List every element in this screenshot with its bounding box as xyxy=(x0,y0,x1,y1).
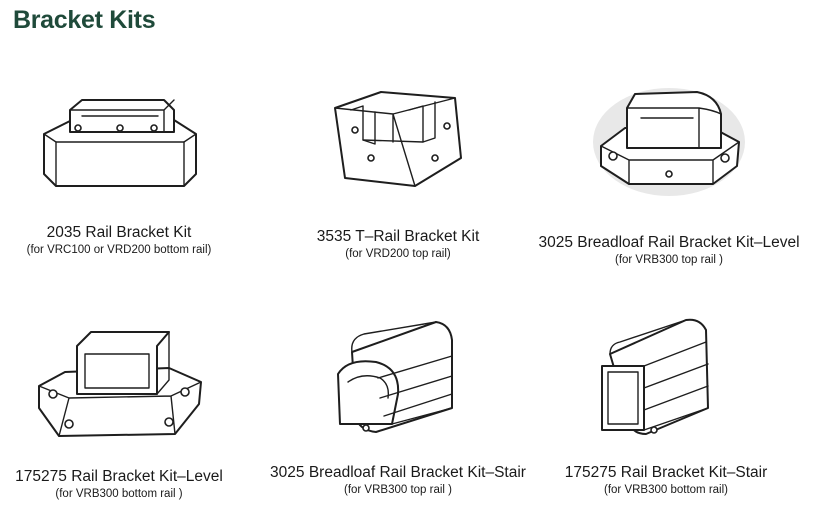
kit-card-breadloaf-stair: 3025 Breadloaf Rail Bracket Kit–Stair (f… xyxy=(262,312,534,498)
kit-name: 3025 Breadloaf Rail Bracket Kit–Level xyxy=(538,234,800,251)
kit-name: 175275 Rail Bracket Kit–Level xyxy=(15,468,223,485)
rail-bracket-175275-level-icon xyxy=(38,331,202,437)
kit-note: (for VRB300 bottom rail ) xyxy=(55,488,183,500)
kit-name: 2035 Rail Bracket Kit xyxy=(46,224,192,241)
kit-note: (for VRB300 top rail ) xyxy=(614,254,723,266)
kit-card-175275-level: 175275 Rail Bracket Kit–Level (for VRB30… xyxy=(0,324,255,502)
t-rail-bracket-3535-icon xyxy=(334,91,462,187)
kit-note: (for VRD200 top rail) xyxy=(345,248,451,260)
breadloaf-bracket-stair-icon xyxy=(337,321,453,433)
kit-card-175275-stair: 175275 Rail Bracket Kit–Stair (for VRB30… xyxy=(530,312,802,498)
kit-note: (for VRB300 bottom rail) xyxy=(604,484,728,496)
kit-name: 3535 T–Rail Bracket Kit xyxy=(316,228,480,245)
kit-note: (for VRB300 top rail ) xyxy=(343,484,452,496)
page-title: Bracket Kits xyxy=(13,6,156,34)
rail-bracket-2035-icon xyxy=(43,99,197,187)
kit-card-3535: 3535 T–Rail Bracket Kit (for VRD200 top … xyxy=(262,82,534,262)
rail-bracket-175275-stair-icon xyxy=(601,318,709,435)
kit-card-2035: 2035 Rail Bracket Kit (for VRC100 or VRD… xyxy=(0,82,255,258)
kit-note: (for VRC100 or VRD200 bottom rail) xyxy=(26,244,212,256)
kit-name: 175275 Rail Bracket Kit–Stair xyxy=(564,464,768,481)
kit-card-breadloaf-level: 3025 Breadloaf Rail Bracket Kit–Level (f… xyxy=(533,76,805,268)
breadloaf-bracket-level-icon xyxy=(593,88,745,196)
kit-name: 3025 Breadloaf Rail Bracket Kit–Stair xyxy=(270,464,526,481)
